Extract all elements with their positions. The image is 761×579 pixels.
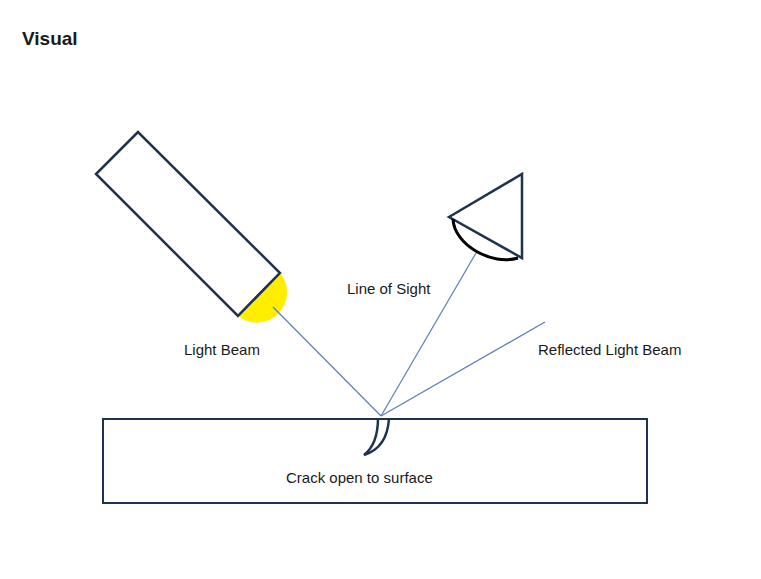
flashlight-lens [238, 273, 287, 323]
beam-label: Light Beam [184, 341, 260, 359]
beam-label: Reflected Light Beam [538, 341, 681, 359]
light-beam-line [273, 307, 381, 416]
diagram-title: Visual [22, 28, 78, 50]
lens-edge [238, 273, 280, 316]
test-piece: Crack open to surface [102, 418, 648, 504]
node-text: Crack open to surface [286, 469, 433, 487]
flashlight-body [96, 132, 280, 316]
eye-cone [449, 174, 522, 258]
crack [364, 418, 389, 455]
eye-lens [453, 219, 518, 260]
reflected-beam-line [381, 322, 545, 416]
line-of-sight-line [381, 253, 476, 416]
beam-label: Line of Sight [347, 280, 430, 298]
